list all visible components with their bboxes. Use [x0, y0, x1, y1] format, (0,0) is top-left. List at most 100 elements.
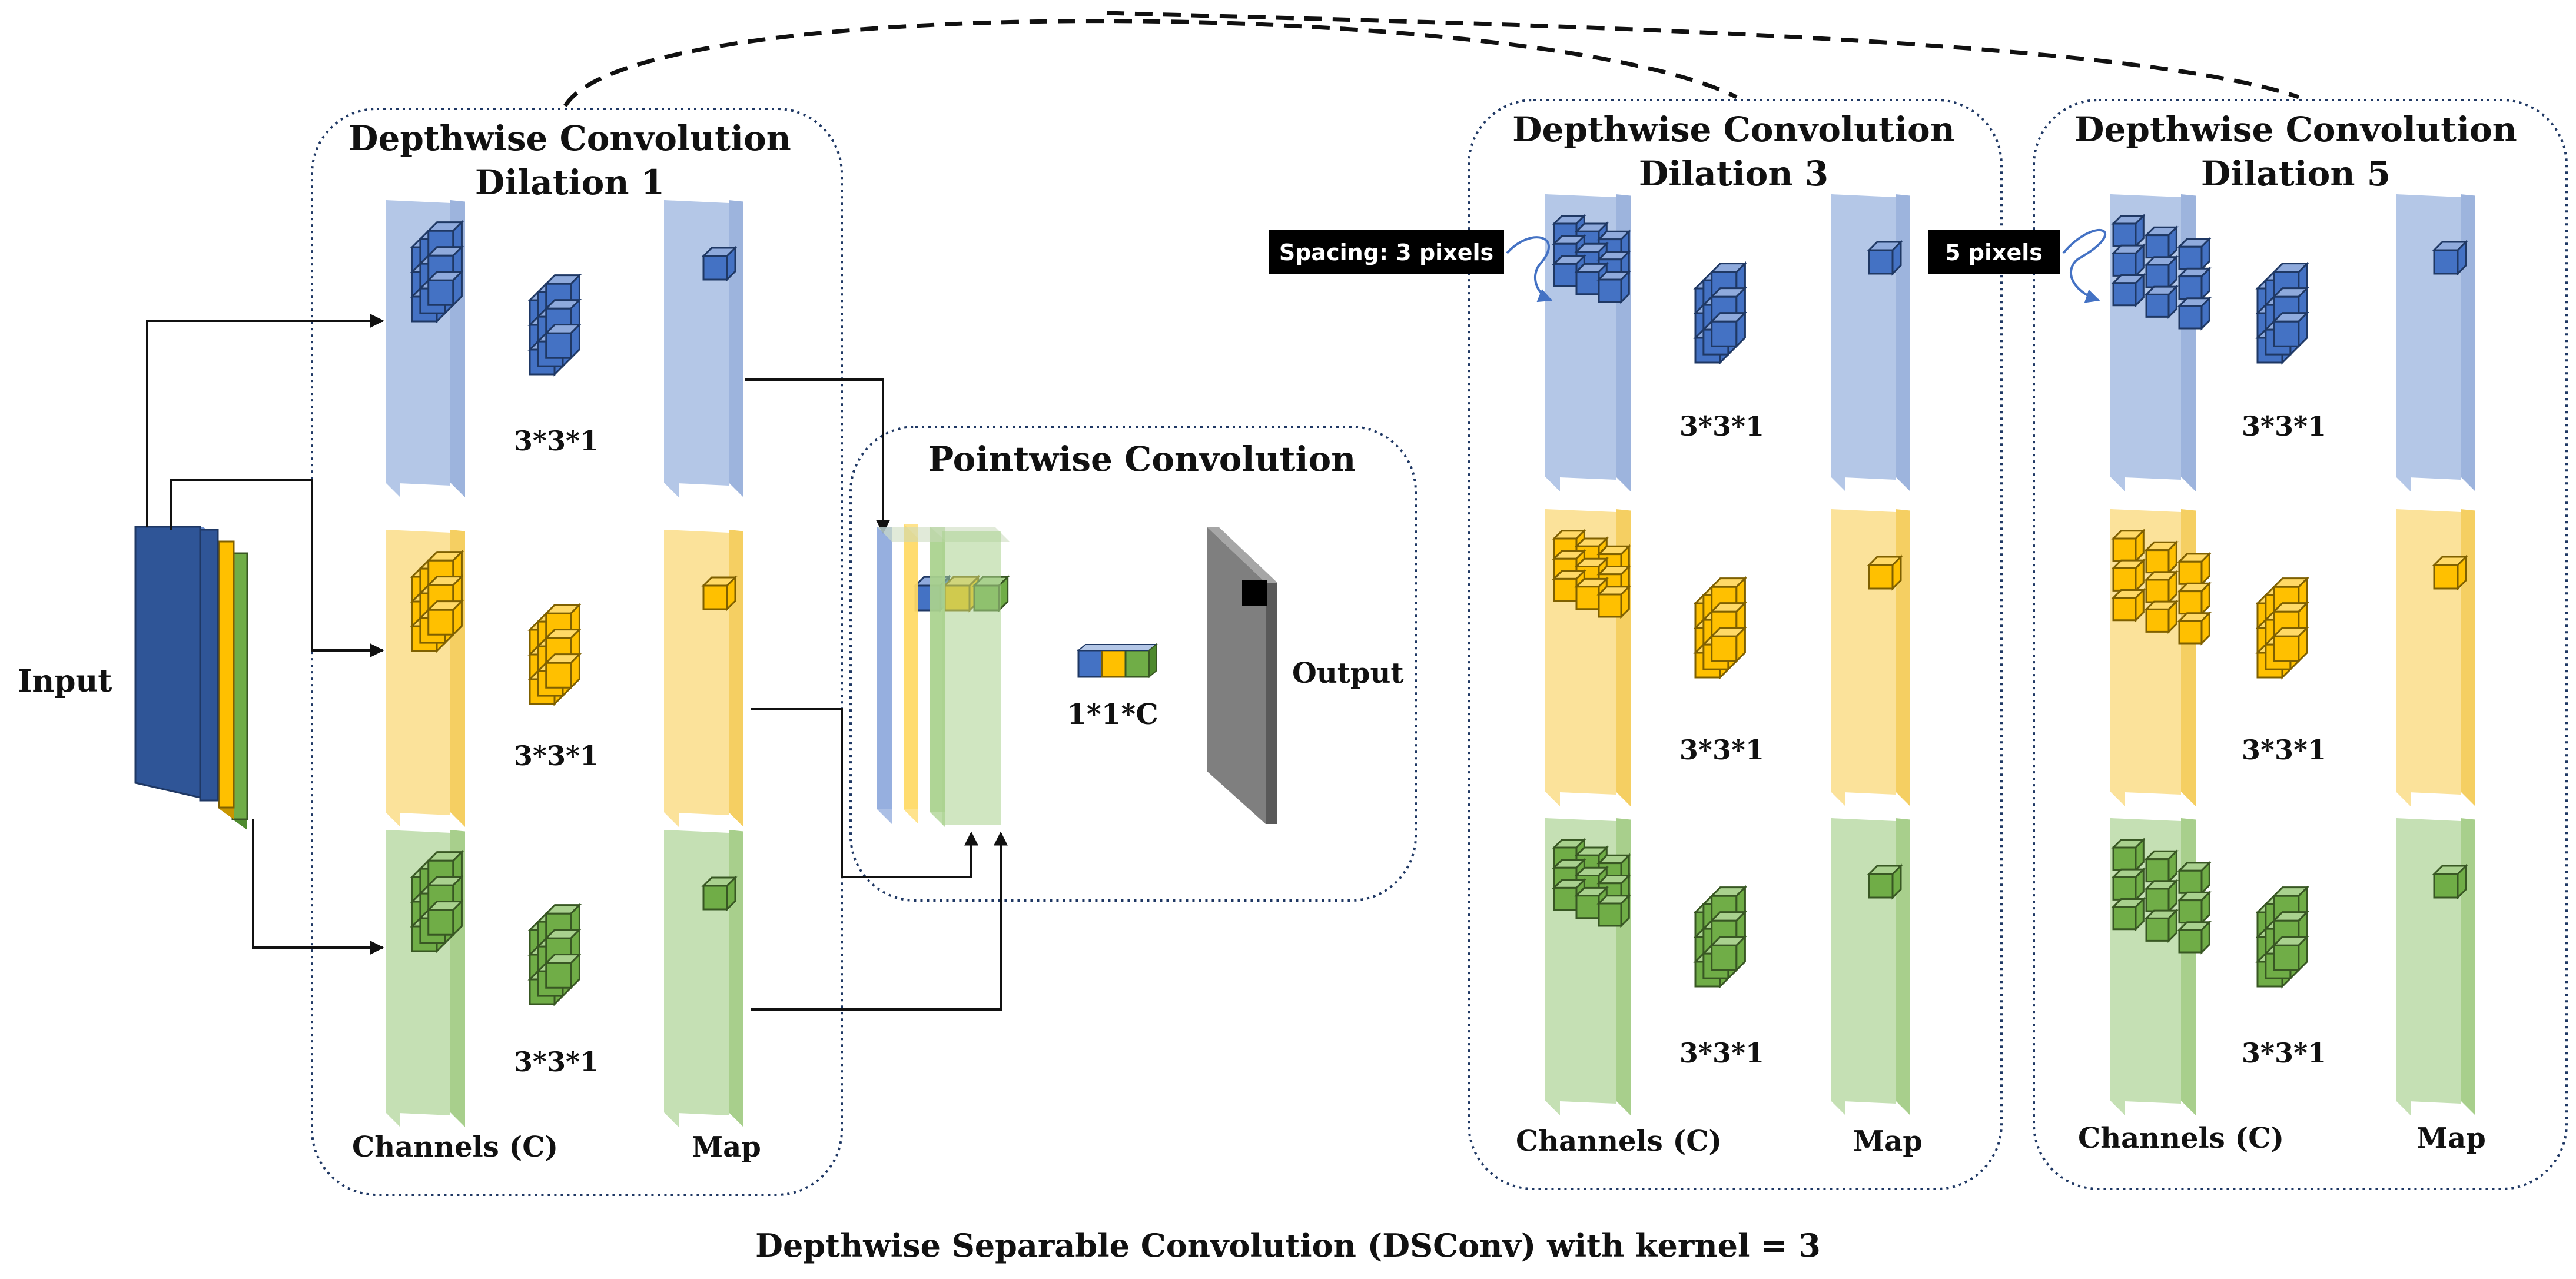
d3-map-orange [1831, 509, 1910, 806]
d5-channel-kernel-orange-cube-1-1 [2144, 570, 2179, 604]
d1-map-pixel-orange [701, 575, 738, 612]
kernel-cubes [410, 214, 2468, 1006]
d5-channel-kernel-green-cube-0-1 [2144, 849, 2179, 884]
panel-dilation3-frame [1468, 99, 2003, 1190]
d5-channel-kernel-orange-cube-1-2 [2177, 581, 2212, 616]
d5-channel-kernel-orange-cube-0-2 [2177, 552, 2212, 586]
d1-channel-kernel-orange-cube-2-2 [426, 599, 464, 637]
d5-kernel-label-blue: 3*3*1 [2242, 410, 2326, 442]
panel-dilation1-subtitle: Dilation 1 [475, 162, 665, 202]
d5-channel-kernel-blue-cube-1-2 [2177, 266, 2212, 301]
d1-channel-kernel-blue-cube-2-2 [426, 269, 464, 307]
d3-kernel-label-blue: 3*3*1 [1679, 410, 1764, 442]
panel-dilation5-subtitle: Dilation 5 [2201, 154, 2391, 194]
connector-arrows [146, 314, 1008, 1011]
spacing-callout-d3-text: Spacing: 3 pixels [1279, 240, 1493, 265]
d1-map-orange [664, 530, 743, 827]
d5-channel-kernel-orange-cube-2-2 [2177, 611, 2212, 646]
panel-dilation1-title: Depthwise Convolution [348, 118, 791, 158]
d1-kernel-label-green: 3*3*1 [514, 1046, 599, 1078]
d5-map-green [2396, 818, 2475, 1115]
d5-channel-kernel-green-cube-1-0 [2111, 867, 2146, 902]
figure-caption: Depthwise Separable Convolution (DSConv)… [755, 1227, 1821, 1264]
d5-channel-kernel-blue-cube-2-0 [2111, 273, 2146, 308]
d1-map-pixel-green [701, 875, 738, 912]
d5-kernel-label-green: 3*3*1 [2242, 1037, 2326, 1069]
d3-map-label: Map [1853, 1125, 1923, 1158]
d5-channels-label: Channels (C) [2078, 1122, 2284, 1155]
spacing-callout-d5: 5 pixels [1928, 228, 2107, 303]
pointwise-kernel-label: 1*1*C [1067, 698, 1158, 731]
spacing-callout-d3: Spacing: 3 pixels [1269, 230, 1553, 303]
d3-map-pixel-green [1867, 863, 1903, 900]
input-tensor [134, 526, 248, 830]
d1-map-blue [664, 200, 743, 497]
d5-channel-kernel-orange-cube-0-1 [2144, 540, 2179, 575]
d5-map-pixel-orange [2432, 554, 2468, 591]
d5-channel-kernel-orange-cube-0-0 [2111, 529, 2146, 563]
d5-channel-kernel-blue-cube-0-2 [2177, 237, 2212, 271]
panel-dilation5-frame [2033, 99, 2568, 1190]
d5-map-label: Map [2416, 1122, 2486, 1155]
d1-map-green [664, 830, 743, 1127]
d3-kernel-orange-cube-2-2 [1709, 625, 1748, 663]
feature-slabs [386, 194, 2475, 1127]
panel-dilation5-title: Depthwise Convolution [2074, 109, 2517, 150]
d3-channel-kernel-blue-cube-2-2 [1596, 270, 1631, 304]
d1-kernel-blue-cube-2-2 [544, 322, 582, 360]
d5-channel-kernel-green-cube-0-0 [2111, 838, 2146, 872]
d3-channels-label: Channels (C) [1516, 1125, 1722, 1158]
pointwise-kernel [1077, 643, 1158, 679]
d5-channel-kernel-blue-cube-1-0 [2111, 243, 2146, 278]
d3-kernel-blue-cube-2-2 [1709, 310, 1748, 348]
panel-dilation3-subtitle: Dilation 3 [1639, 154, 1828, 194]
d1-kernel-green-cube-2-2 [544, 952, 582, 990]
panel-pointwise-title: Pointwise Convolution [928, 439, 1356, 479]
d3-map-blue [1831, 194, 1910, 491]
d1-channels-label: Channels (C) [352, 1131, 558, 1164]
d5-channel-kernel-orange-cube-2-1 [2144, 599, 2179, 634]
spacing-callout-d5-text: 5 pixels [1945, 240, 2043, 265]
pointwise-channel-stack [877, 524, 1010, 827]
panel-dilation1-frame [311, 108, 843, 1196]
d5-channel-kernel-blue-cube-2-2 [2177, 296, 2212, 331]
d5-channel-kernel-blue-cube-0-1 [2144, 225, 2179, 260]
d3-map-green [1831, 818, 1910, 1115]
d5-channel-kernel-green-cube-2-2 [2177, 920, 2212, 955]
d5-channel-kernel-orange-cube-2-0 [2111, 587, 2146, 623]
output-label: Output [1292, 657, 1404, 690]
d5-channel-kernel-green-cube-1-2 [2177, 890, 2212, 925]
d5-map-blue [2396, 194, 2475, 491]
d1-channel-kernel-green-cube-2-2 [426, 899, 464, 937]
d1-kernel-label-orange: 3*3*1 [514, 740, 599, 772]
d5-kernel-blue-cube-2-2 [2272, 310, 2310, 348]
d5-kernel-orange-cube-2-2 [2272, 625, 2310, 663]
d3-kernel-label-orange: 3*3*1 [1679, 734, 1764, 766]
d5-channel-kernel-green-cube-2-1 [2144, 908, 2179, 944]
d5-channel-kernel-green-cube-2-0 [2111, 896, 2146, 932]
d3-kernel-label-green: 3*3*1 [1679, 1037, 1764, 1069]
d5-map-pixel-blue [2432, 240, 2468, 276]
input-label: Input [18, 663, 112, 699]
d3-map-pixel-blue [1867, 240, 1903, 276]
output-map [1207, 527, 1277, 824]
d5-channel-kernel-blue-cube-0-0 [2111, 214, 2146, 248]
d3-kernel-green-cube-2-2 [1709, 934, 1748, 972]
d1-kernel-orange-cube-2-2 [544, 652, 582, 690]
d3-map-pixel-orange [1867, 554, 1903, 591]
d5-channel-kernel-blue-cube-2-1 [2144, 284, 2179, 320]
d3-channel-kernel-green-cube-2-2 [1596, 893, 1631, 928]
d5-map-orange [2396, 509, 2475, 806]
d5-kernel-green-cube-2-2 [2272, 934, 2310, 972]
d1-kernel-label-blue: 3*3*1 [514, 425, 599, 457]
d3-channel-kernel-orange-cube-2-2 [1596, 584, 1631, 619]
d5-channel-kernel-orange-cube-1-0 [2111, 558, 2146, 593]
d5-map-pixel-green [2432, 863, 2468, 900]
d1-map-pixel-blue [701, 245, 738, 282]
d5-channel-kernel-blue-cube-1-1 [2144, 255, 2179, 290]
d1-map-label: Map [692, 1131, 761, 1164]
dilation-link-arc [563, 11, 2300, 107]
panel-dilation3-title: Depthwise Convolution [1512, 109, 1955, 150]
d5-channel-kernel-green-cube-1-1 [2144, 879, 2179, 913]
